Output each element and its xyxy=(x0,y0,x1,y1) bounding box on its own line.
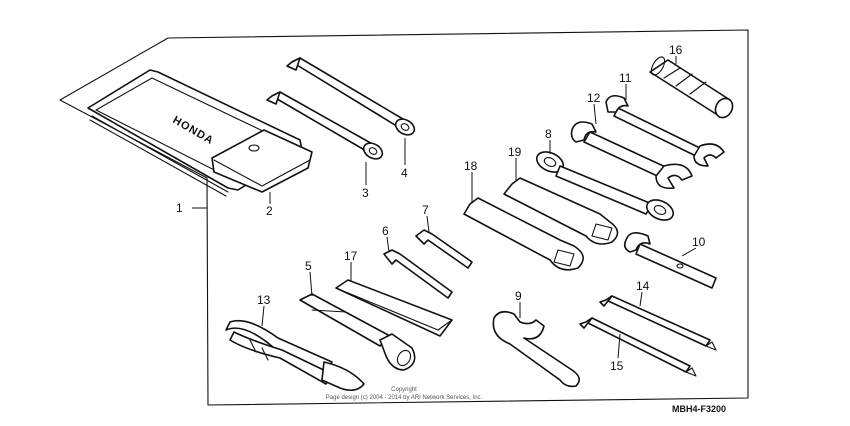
callout-3[interactable]: 3 xyxy=(362,186,369,200)
spanner-10[interactable] xyxy=(623,232,717,289)
flat-wrench-18[interactable] xyxy=(463,197,584,271)
drawing-code: MBH4-F3200 xyxy=(672,404,726,414)
callout-1[interactable]: 1 xyxy=(176,201,183,215)
hex-key-6[interactable] xyxy=(383,249,453,299)
callout-17[interactable]: 17 xyxy=(344,249,358,263)
extension-bar-4[interactable] xyxy=(286,57,417,138)
wrench-12[interactable] xyxy=(570,121,693,190)
callout-18[interactable]: 18 xyxy=(464,159,478,173)
callout-4[interactable]: 4 xyxy=(401,166,408,180)
callout-6[interactable]: 6 xyxy=(382,224,389,238)
screwdriver-15[interactable] xyxy=(579,317,697,377)
callout-15[interactable]: 15 xyxy=(610,359,624,373)
extension-bar-3[interactable] xyxy=(266,91,385,162)
screwdriver-14[interactable] xyxy=(599,295,717,351)
callout-19[interactable]: 19 xyxy=(508,145,522,159)
callout-14[interactable]: 14 xyxy=(636,279,650,293)
screwdriver-handle[interactable] xyxy=(649,55,736,121)
callout-10[interactable]: 10 xyxy=(692,235,706,249)
callout-5[interactable]: 5 xyxy=(305,259,312,273)
callout-7[interactable]: 7 xyxy=(422,203,429,217)
copyright-line2: Page design (c) 2004 - 2014 by ARI Netwo… xyxy=(326,395,483,401)
diagram-frame xyxy=(59,29,749,406)
pliers-13[interactable] xyxy=(225,319,365,392)
leader-lines xyxy=(192,56,697,359)
tool-bag[interactable]: HONDA xyxy=(87,69,313,197)
socket-wrench-5[interactable] xyxy=(299,293,416,371)
callout-2[interactable]: 2 xyxy=(266,204,273,218)
callout-16[interactable]: 16 xyxy=(669,43,683,57)
callout-8[interactable]: 8 xyxy=(545,127,552,141)
callout-9[interactable]: 9 xyxy=(515,289,522,303)
ring-wrench-8[interactable] xyxy=(534,148,677,224)
callout-labels: 1 2 3 4 5 6 7 8 9 10 11 12 13 14 15 16 1… xyxy=(176,43,706,373)
hex-key-7[interactable] xyxy=(415,229,473,269)
flat-bar-17[interactable] xyxy=(335,279,453,337)
pin-spanner-9[interactable] xyxy=(492,310,580,388)
wrench-11[interactable] xyxy=(605,94,725,167)
callout-11[interactable]: 11 xyxy=(619,71,632,85)
callout-13[interactable]: 13 xyxy=(257,293,271,307)
callout-12[interactable]: 12 xyxy=(587,91,601,105)
copyright-line1: Copyright xyxy=(391,387,417,393)
flat-wrench-19[interactable] xyxy=(503,177,619,245)
